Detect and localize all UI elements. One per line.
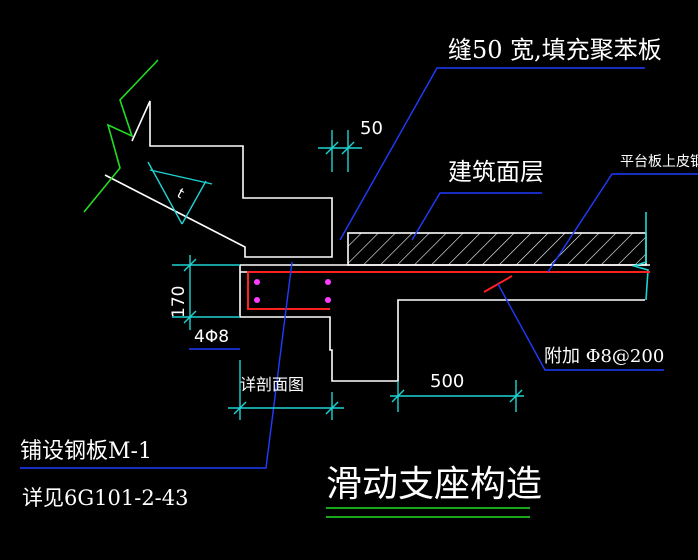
leader-platform-rebar (547, 173, 698, 273)
label-platform-rebar: 平台板上皮钢 (620, 154, 698, 170)
leader-steel-plate (20, 261, 293, 469)
label-atlas-ref: 详见6G101-2-43 (22, 486, 189, 510)
dim-length: 500 (430, 371, 464, 392)
leader-lines (20, 67, 698, 469)
label-section-ref: 详剖面图 (240, 375, 304, 394)
label-added-rebar: 附加 Φ8@200 (544, 346, 664, 367)
dimension-lines (147, 130, 524, 420)
leader-added-rebar (497, 283, 664, 371)
stair-profile (104, 100, 333, 258)
top-rebar (247, 271, 650, 310)
dim-gap-width: 50 (360, 118, 383, 139)
break-line-stair (83, 59, 159, 213)
rebar-point (254, 297, 260, 303)
title-underlines (326, 507, 530, 518)
break-line-slab (631, 212, 649, 301)
dim-slope: t (174, 186, 187, 203)
rebar-point (325, 297, 331, 303)
label-finish: 建筑面层 (448, 158, 544, 186)
rebar-points (254, 279, 331, 303)
label-stirrup: 4Φ8 (194, 327, 229, 347)
leader-gap-fill (339, 67, 645, 241)
leader-finish (411, 192, 542, 241)
beam-profile (239, 265, 645, 382)
break-lines (83, 59, 159, 213)
dim-height: 170 (169, 286, 189, 318)
label-gap-fill: 缝50 宽,填充聚苯板 (448, 36, 662, 64)
rebar-group (247, 271, 650, 310)
label-steel-plate: 铺设钢板M-1 (20, 439, 152, 464)
drawing-title: 滑动支座构造 (326, 464, 542, 505)
rebar-point (254, 279, 260, 285)
finish-layer (347, 232, 647, 266)
rebar-point (325, 279, 331, 285)
